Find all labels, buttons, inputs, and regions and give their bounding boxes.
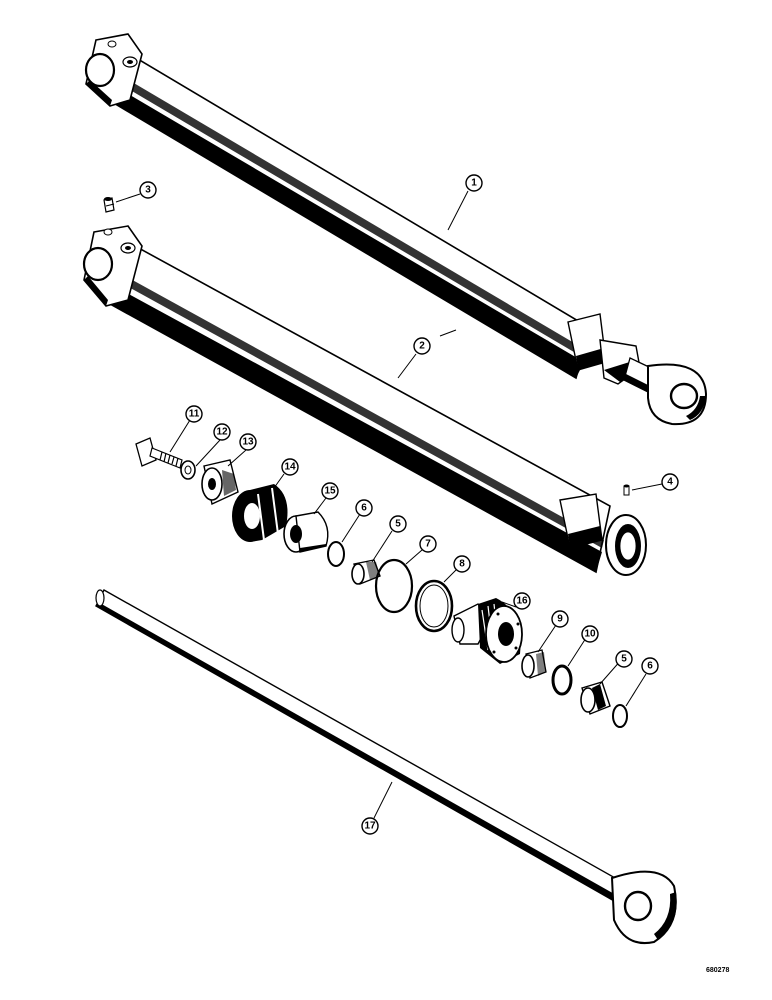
svg-text:9: 9: [557, 614, 563, 625]
part-7-o-ring: [374, 558, 414, 614]
svg-text:13: 13: [242, 437, 254, 448]
callout-16: 16: [513, 592, 531, 610]
part-8-backup-ring: [414, 579, 454, 633]
svg-text:6: 6: [361, 503, 367, 514]
part-17-piston-rod: [95, 589, 677, 944]
callout-1: 1: [465, 174, 483, 192]
figure-id: 680278: [706, 967, 729, 974]
part-9-bushing: [521, 649, 547, 679]
svg-text:5: 5: [621, 654, 627, 665]
callout-14: 14: [281, 458, 299, 476]
svg-text:2: 2: [419, 341, 425, 352]
part-2-barrel: [82, 225, 647, 576]
svg-text:1: 1: [471, 178, 477, 189]
part-14-piston-seal: [232, 484, 288, 542]
svg-text:4: 4: [667, 477, 673, 488]
callout-11: 11: [185, 405, 203, 423]
svg-text:17: 17: [364, 821, 376, 832]
svg-text:12: 12: [216, 427, 228, 438]
callout-10: 10: [581, 625, 599, 643]
svg-text:5: 5: [395, 519, 401, 530]
svg-text:3: 3: [145, 185, 151, 196]
part-16-gland: [451, 598, 523, 664]
callout-7: 7: [419, 535, 437, 553]
svg-text:11: 11: [189, 409, 200, 420]
part-5-bushing-b: [580, 681, 611, 715]
part-13-nut: [201, 459, 239, 506]
callout-8: 8: [453, 555, 471, 573]
callout-5-lower: 5: [615, 650, 633, 668]
svg-text:7: 7: [425, 539, 431, 550]
svg-text:10: 10: [584, 629, 596, 640]
callout-17: 17: [361, 817, 379, 835]
svg-text:15: 15: [324, 486, 336, 497]
callout-13: 13: [239, 433, 257, 451]
callout-9: 9: [551, 610, 569, 628]
callout-12: 12: [213, 423, 231, 441]
callout-4: 4: [661, 473, 679, 491]
part-6-o-ring-b: [612, 704, 628, 728]
part-10-seal: [551, 664, 573, 696]
svg-text:16: 16: [516, 596, 528, 607]
part-1-cylinder-assembly: [84, 33, 708, 426]
part-3-grease-fitting: [103, 197, 115, 213]
part-11-bolt: [135, 437, 183, 469]
part-6-o-ring-a: [327, 541, 345, 567]
part-5-bushing-a: [351, 559, 381, 585]
svg-text:14: 14: [284, 462, 296, 473]
svg-text:6: 6: [647, 661, 653, 672]
part-12-washer: [180, 460, 196, 480]
callout-6-upper: 6: [355, 499, 373, 517]
svg-text:8: 8: [459, 559, 465, 570]
part-4-fitting: [623, 484, 630, 496]
callout-5-upper: 5: [389, 515, 407, 533]
part-15-piston: [283, 511, 329, 553]
callout-15: 15: [321, 482, 339, 500]
leader-lines: [115, 190, 663, 819]
callout-6-lower: 6: [641, 657, 659, 675]
callout-2: 2: [413, 337, 431, 355]
callout-3: 3: [139, 181, 157, 199]
